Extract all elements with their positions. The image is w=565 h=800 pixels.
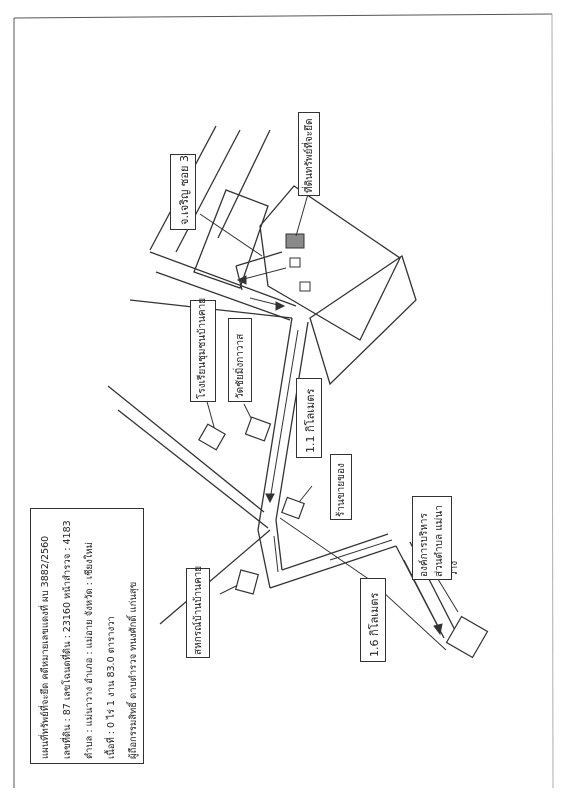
target-property-label: ที่ดินทรัพย์ที่จะยึด [304, 118, 315, 193]
info-line-deed: เลขที่ดิน : 87 เลขโฉนดที่ดิน : 23160 หน้… [62, 520, 73, 759]
school-marker [198, 423, 226, 451]
school-label-box: โรงเรียนชุมชนบ้านคาย [190, 297, 216, 402]
org-label: องค์การบริหารส่วนตำบล แม่นาวาง [419, 505, 460, 577]
distance-label: 1.1 กิโลเมตร [304, 388, 317, 453]
info-line-owner: ผู้ถือกรรมสิทธิ์ ดาบตำรวจ ทนงศักดิ์ แก่น… [128, 581, 139, 759]
shop-label-box: ร้านขายของ [330, 454, 352, 520]
land-parcel [309, 254, 417, 386]
coop-label: สหกรณ์บ้านบ้านคาย [193, 565, 204, 655]
shop-label: ร้านขายของ [336, 463, 347, 517]
coop-label-box: สหกรณ์บ้านบ้านคาย [186, 565, 210, 658]
school-label: โรงเรียนชุมชนบ้านคาย [197, 297, 208, 399]
land-parcel [193, 189, 269, 289]
org-marker [445, 615, 489, 659]
org-label-box: องค์การบริหารส่วนตำบล แม่นาวาง [412, 496, 460, 580]
target-property-marker [285, 233, 305, 249]
target-property-label-box: ที่ดินทรัพย์ที่จะยึด [298, 112, 320, 196]
temple-label: วัดชัยมิ่งกาวาส [235, 333, 246, 399]
distance-label-box: 1.1 กิโลเมตร [296, 378, 322, 458]
info-line-location: ตำบล : แม่นาวาง อำเภอ : แม่อาย จังหวัด :… [84, 542, 95, 759]
distance-label-box: 1.6 กิโลเมตร [360, 578, 386, 662]
building-icon [289, 257, 301, 268]
info-line-case: แผนที่ทรัพย์ที่จะยึด คดีหมายเลขแดงที่ ผบ… [40, 535, 51, 759]
coop-marker [234, 569, 260, 595]
property-block [259, 185, 401, 341]
info-line-area: เนื้อที่ : 0 ไร่ 1 งาน 83.0 ตารางวา [106, 616, 117, 759]
shop-marker [281, 496, 305, 520]
temple-marker [244, 416, 272, 442]
temple-label-box: วัดชัยมิ่งกาวาส [228, 318, 252, 402]
property-info-box: แผนที่ทรัพย์ที่จะยึด คดีหมายเลขแดงที่ ผบ… [30, 508, 144, 764]
alley-label: จ.เจริญ ซอย 3 [178, 155, 191, 225]
alley-label-box: จ.เจริญ ซอย 3 [170, 154, 196, 230]
distance-label: 1.6 กิโลเมตร [368, 592, 381, 657]
building-icon [299, 281, 311, 292]
